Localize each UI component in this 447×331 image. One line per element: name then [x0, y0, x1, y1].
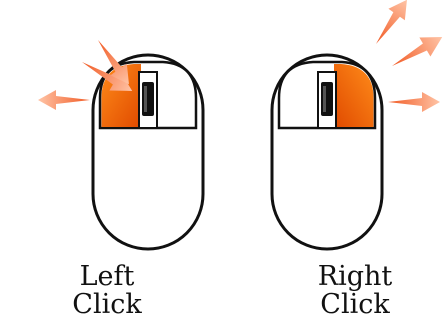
- arrow-icon: [38, 90, 90, 110]
- mouse-left-click-icon: [93, 55, 203, 249]
- right-click-label-line2: Click: [295, 291, 415, 319]
- scroll-wheel: [142, 82, 154, 116]
- arrow-icon: [388, 92, 440, 112]
- mouse-right-click-icon: [272, 55, 382, 249]
- left-click-label-line2: Click: [47, 291, 167, 319]
- left-click-label-line1: Left: [47, 263, 167, 291]
- scroll-wheel: [321, 82, 333, 116]
- right-click-label-line1: Right: [295, 263, 415, 291]
- arrow-icon: [387, 27, 447, 75]
- right-click-label: Right Click: [295, 263, 415, 319]
- left-click-label: Left Click: [47, 263, 167, 319]
- arrow-icon: [368, 0, 415, 50]
